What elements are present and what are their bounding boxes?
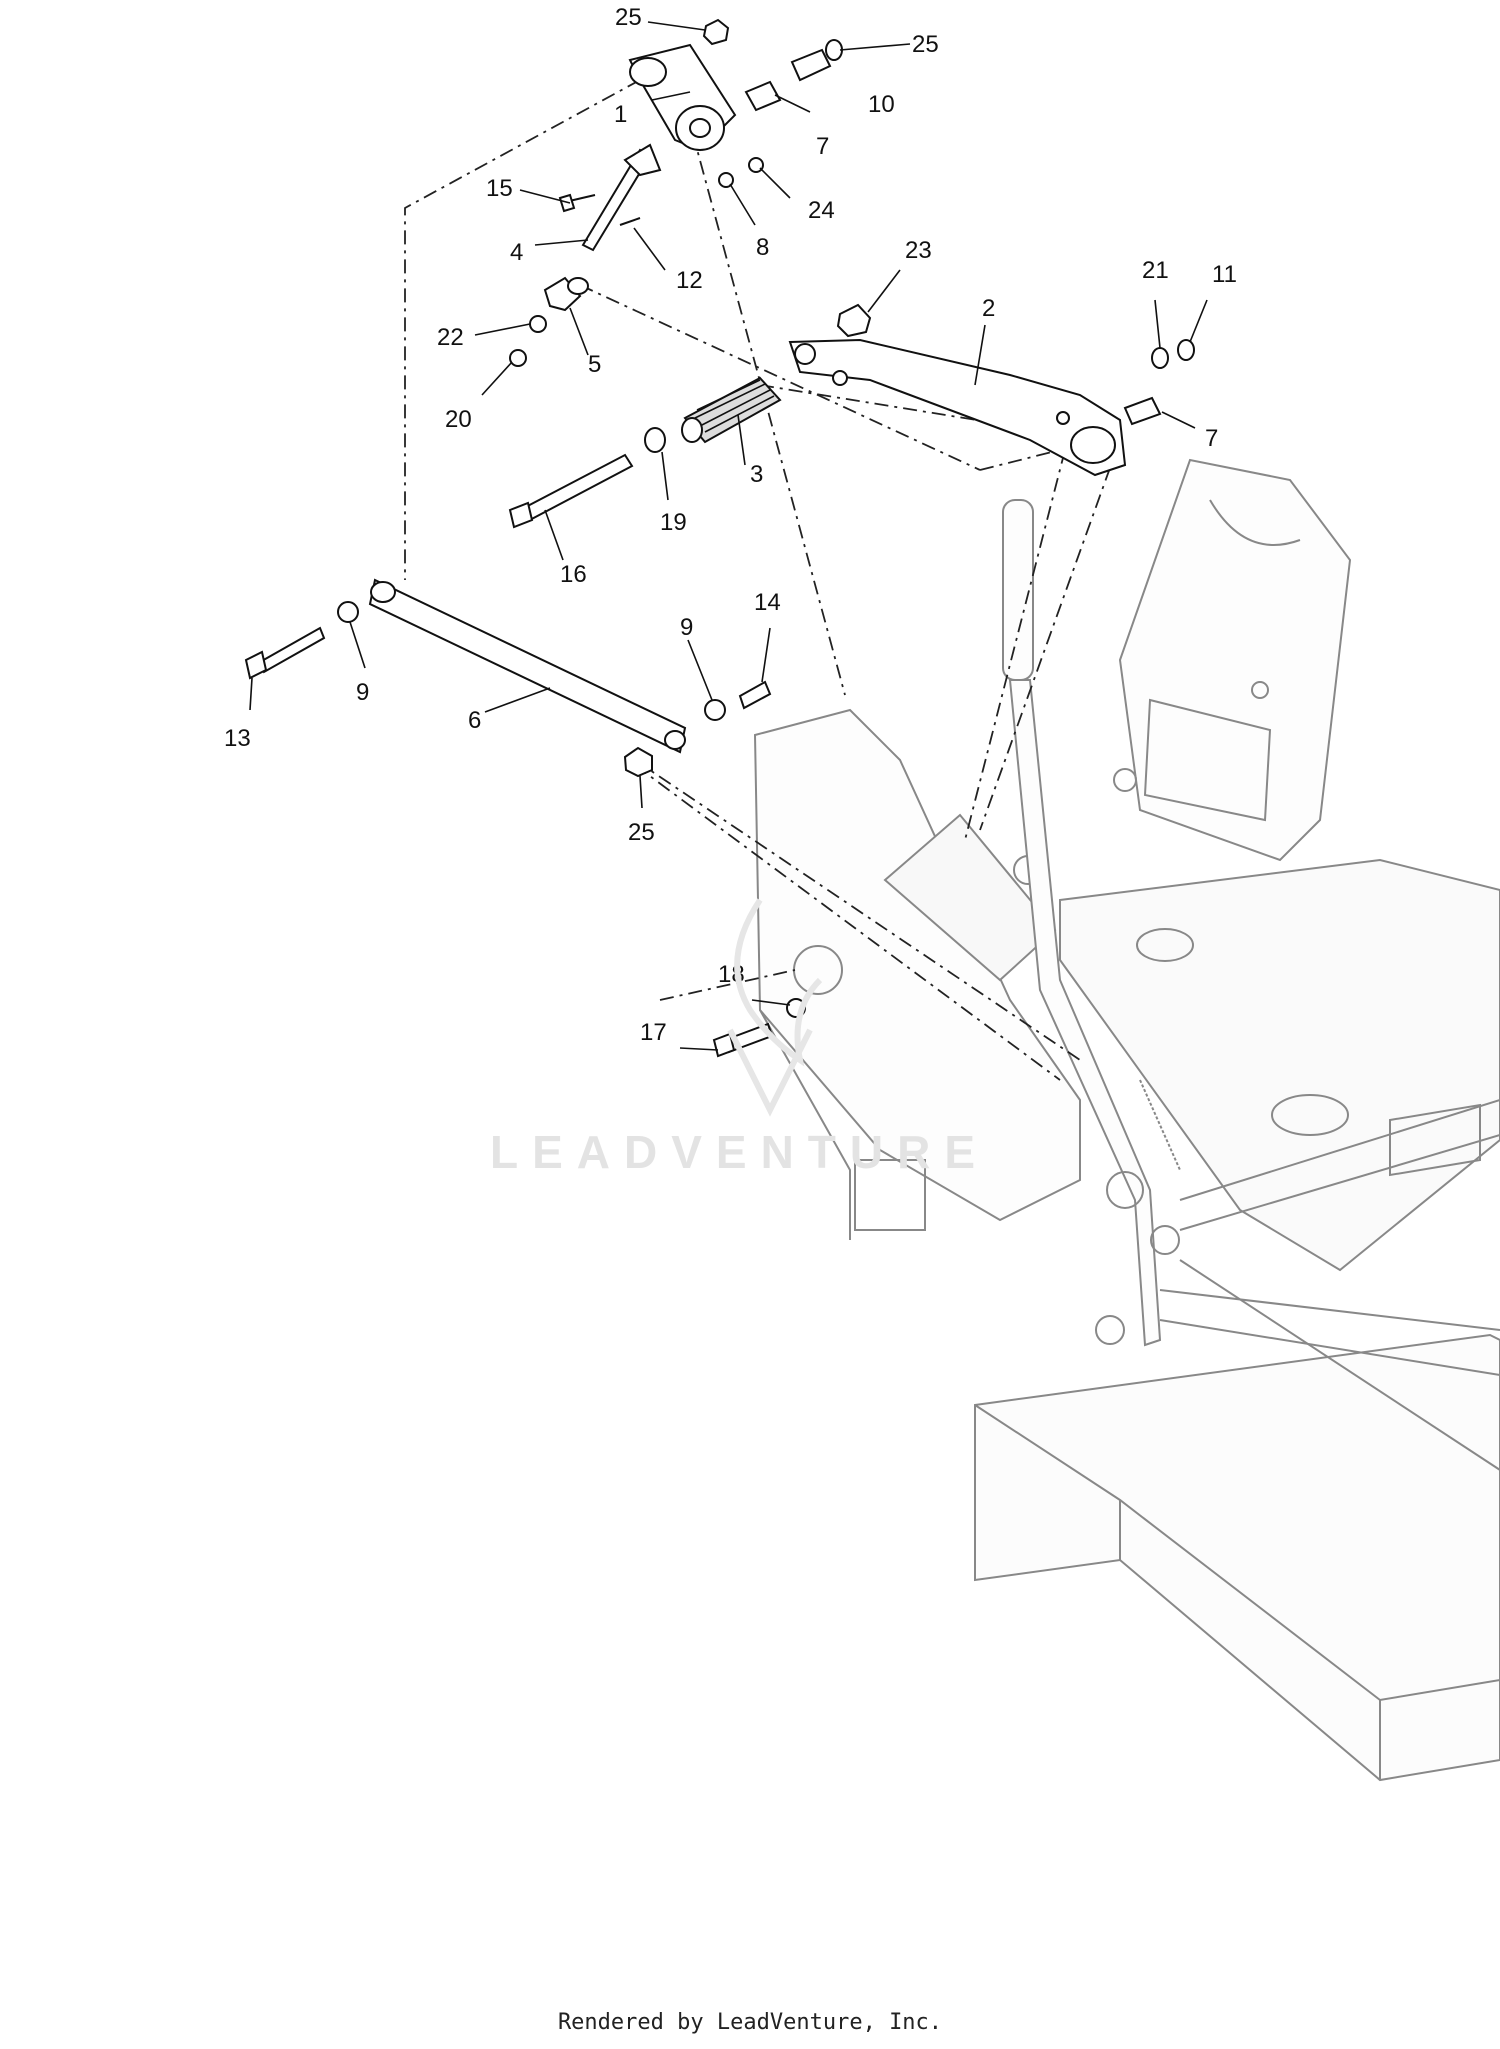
- callout-11: 11: [1212, 261, 1237, 288]
- callout-17: 17: [640, 1019, 667, 1046]
- callout-21: 21: [1142, 257, 1169, 284]
- callout-labels: 25 25 1 10 7 15 24 8 4 12 23 21 11 2 22 …: [224, 4, 1237, 1046]
- callout-19: 19: [660, 509, 687, 536]
- callout-14: 14: [754, 589, 781, 616]
- mower-frame: [753, 458, 1500, 1782]
- callout-16: 16: [560, 561, 587, 588]
- watermark-text: LEADVENTURE: [490, 1126, 990, 1178]
- callout-1: 1: [614, 101, 627, 128]
- callout-7-top: 7: [816, 133, 829, 160]
- parts: [244, 18, 1195, 1058]
- callout-24: 24: [808, 197, 835, 224]
- callout-leaders: [249, 21, 1208, 1051]
- callout-12: 12: [676, 267, 703, 294]
- callout-7-right: 7: [1205, 425, 1218, 452]
- callout-8: 8: [756, 234, 769, 261]
- footer-credit: Rendered by LeadVenture, Inc.: [557, 2010, 943, 2035]
- callout-25-right: 25: [912, 31, 939, 58]
- callout-6: 6: [468, 707, 481, 734]
- callout-15: 15: [486, 175, 513, 202]
- callout-5: 5: [588, 351, 601, 378]
- callout-10: 10: [868, 91, 895, 118]
- callout-25-top: 25: [615, 4, 642, 31]
- leader-lines: [404, 79, 1121, 1081]
- callout-23: 23: [905, 237, 932, 264]
- callout-13: 13: [224, 725, 251, 752]
- callout-2: 2: [982, 295, 995, 322]
- callout-20: 20: [445, 406, 472, 433]
- callout-9-right: 9: [680, 614, 693, 641]
- callout-25-bottom: 25: [628, 819, 655, 846]
- callout-22: 22: [437, 324, 464, 351]
- callout-9-left: 9: [356, 679, 369, 706]
- callout-3: 3: [750, 461, 763, 488]
- watermark-logo: [727, 898, 823, 1117]
- callout-4: 4: [510, 239, 523, 266]
